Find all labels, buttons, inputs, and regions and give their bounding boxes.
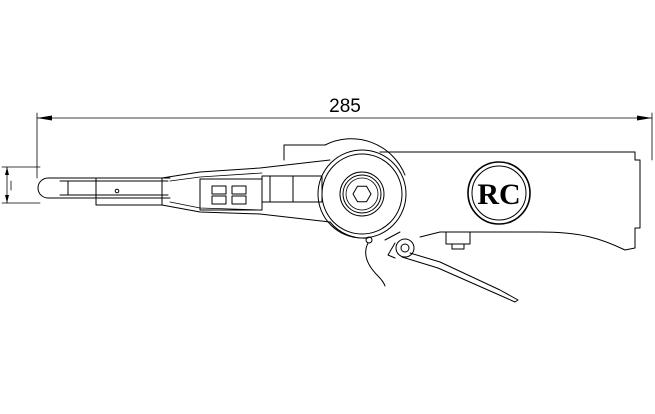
belt-upper-run [161, 159, 331, 179]
idler-block [67, 180, 97, 196]
wheel-hub-ring [342, 174, 382, 214]
valve-body [445, 231, 471, 245]
wheel-hub-outer [339, 171, 385, 217]
belt-width-arrow-bottom [5, 195, 9, 203]
wheel-outer-rim [317, 149, 407, 239]
housing-bottom-contour [419, 231, 636, 251]
link-bar [261, 175, 323, 203]
bracket-slot-3 [211, 195, 227, 205]
wheel-hub-ring-inner [345, 177, 379, 211]
lever-arm [401, 252, 519, 303]
belt-width-dimension [1, 166, 41, 204]
bracket-frame [199, 178, 263, 211]
housing-rear-cap [634, 151, 641, 249]
wheel-guard-top [324, 138, 406, 176]
belt-upper-inner-run [169, 172, 263, 182]
exhaust-hose [365, 236, 386, 287]
drive-wheel [317, 138, 407, 239]
trigger-lever [387, 238, 519, 303]
wheel-hex-nut [352, 185, 372, 203]
hose-line [365, 242, 386, 287]
bracket-slot-2 [231, 185, 247, 195]
sanding-arm [37, 159, 331, 223]
tension-bracket [199, 175, 323, 211]
bracket-slot-4 [231, 195, 247, 205]
belt-width-arrow-top [5, 167, 9, 175]
overall-length-label: 285 [329, 96, 361, 117]
belt-lower-run [161, 204, 331, 223]
lever-pivot-pin [400, 243, 410, 253]
right-dimension-arrow [637, 115, 652, 121]
arm-rivet [114, 188, 120, 194]
valve-cap [451, 243, 465, 250]
arm-tip [37, 177, 61, 199]
logo-text: RC [477, 178, 520, 211]
rc-logo: RC [467, 161, 531, 225]
housing-front-lower [384, 231, 401, 241]
lever-pivot-housing [395, 238, 415, 258]
housing-top-step [283, 144, 326, 161]
hose-fitting [365, 236, 373, 244]
overall-length-dimension: 285 [36, 96, 653, 179]
wheel-guard-bottom [329, 221, 369, 239]
left-dimension-arrow [37, 115, 52, 121]
bracket-slot-1 [211, 185, 227, 195]
arm-plate [95, 177, 163, 206]
logo-outer-circle [467, 161, 531, 225]
logo-inner-circle [471, 165, 527, 221]
tool-housing [283, 144, 641, 251]
valve-block [445, 231, 471, 250]
lever-pivot-bracket [387, 242, 396, 259]
wheel-inner-rim [321, 153, 403, 235]
